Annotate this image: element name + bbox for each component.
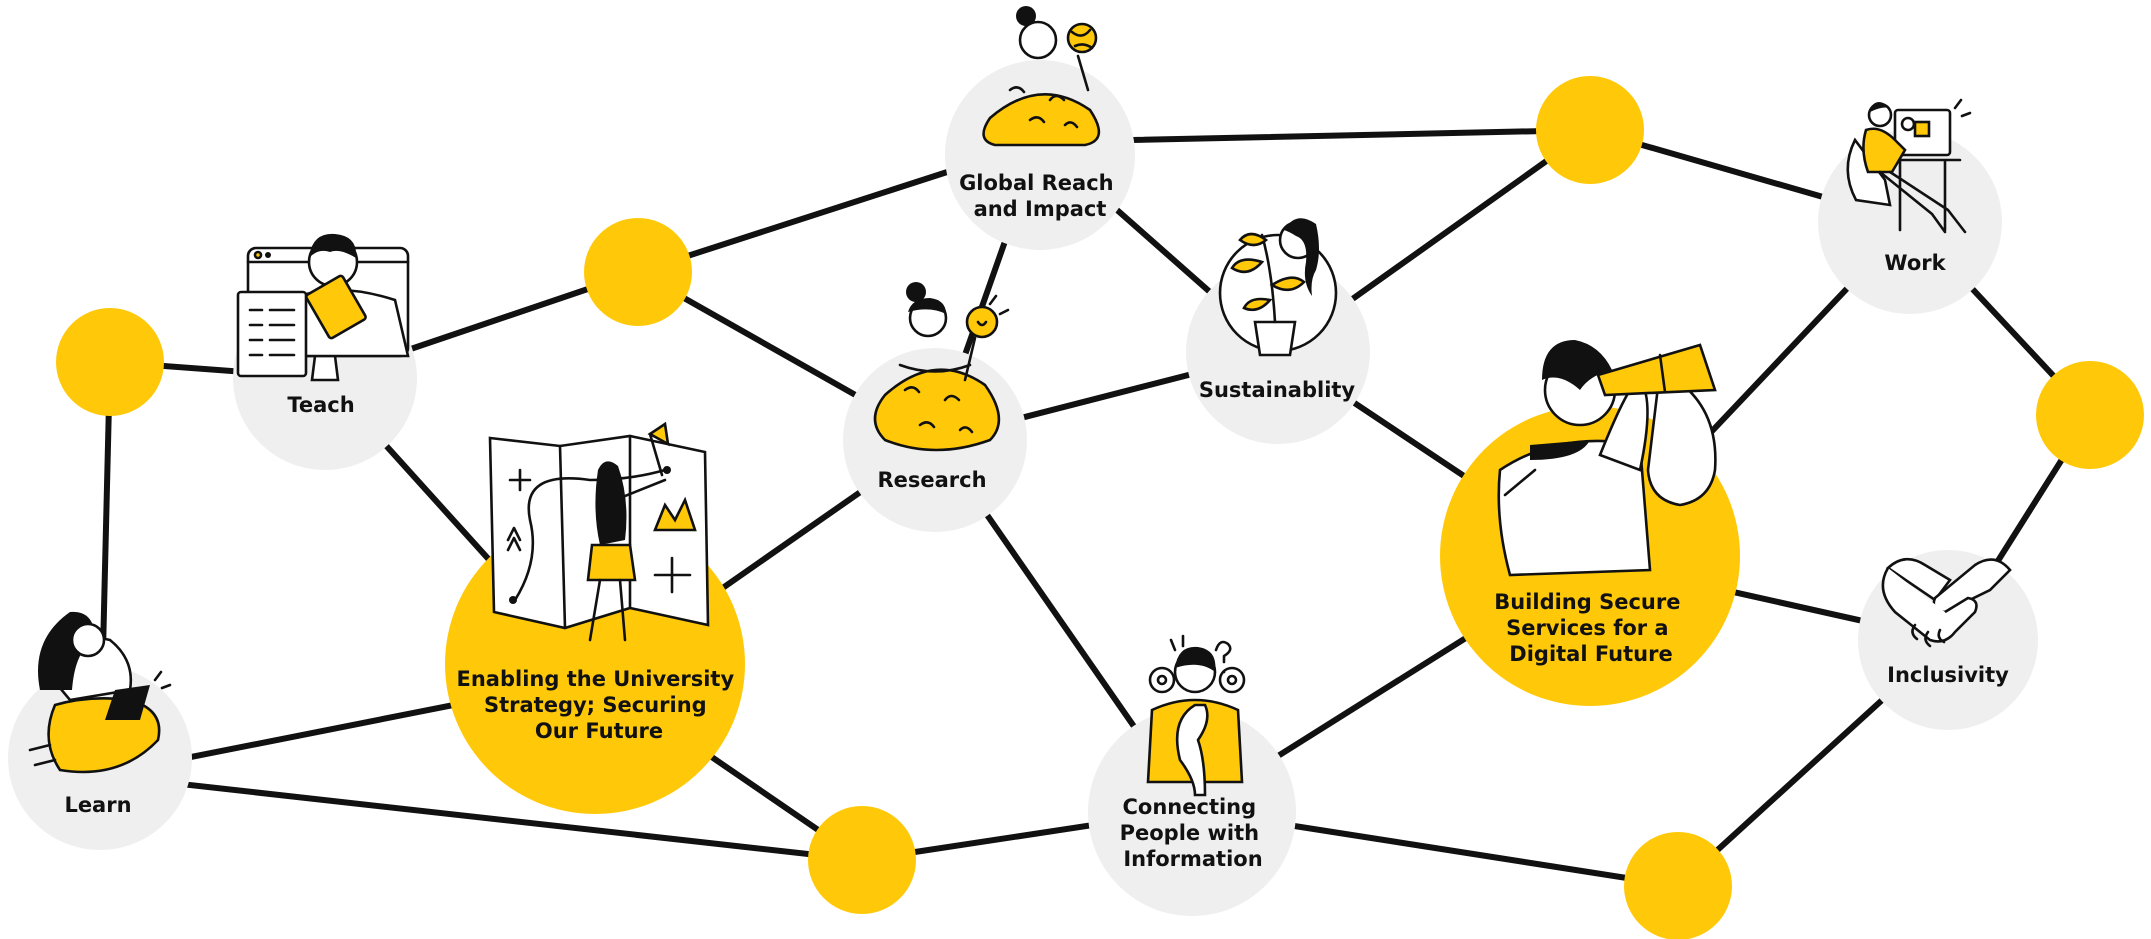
label-line: Our Future: [535, 719, 663, 743]
label-line: Digital Future: [1509, 642, 1672, 666]
connection-lines: [97, 127, 2093, 889]
label-line: Research: [877, 468, 986, 492]
node-label-teach: Teach: [287, 393, 354, 417]
woman-plant-icon: [1218, 218, 1338, 357]
node-circle-global-reach: [945, 60, 1135, 250]
junction-dot: [584, 218, 692, 326]
thinking-person-icon: [1146, 634, 1246, 797]
node-label-building: Building Secure Services for a Digital F…: [1494, 590, 1688, 666]
node-label-sustainability: Sustainablity: [1199, 378, 1356, 402]
label-line: Sustainablity: [1199, 378, 1356, 402]
label-line: Enabling the University: [457, 667, 735, 691]
node-label-enabling: Enabling the University Strategy; Securi…: [457, 667, 742, 743]
woman-lightbulb-icon: [873, 282, 1010, 452]
node-label-learn: Learn: [64, 793, 131, 817]
node-circle-work: [1818, 130, 2002, 314]
label-line: Work: [1884, 251, 1946, 275]
label-line: and Impact: [974, 197, 1107, 221]
label-line: Inclusivity: [1887, 663, 2009, 687]
junction-dot: [808, 806, 916, 914]
label-line: People with: [1120, 821, 1259, 845]
node-label-inclusivity: Inclusivity: [1887, 663, 2009, 687]
node-label-connecting: Connecting People with Information: [1120, 795, 1267, 871]
label-line: Information: [1123, 847, 1262, 871]
handshake-icon: [1881, 557, 2012, 648]
node-label-work: Work: [1884, 251, 1946, 275]
label-line: Services for a: [1506, 616, 1669, 640]
junction-dots: [56, 76, 2144, 939]
junction-dot: [1536, 76, 1644, 184]
junction-dot: [2036, 361, 2144, 469]
man-telescope-icon: [1497, 340, 1717, 577]
node-label-research: Research: [877, 468, 986, 492]
label-line: Strategy; Securing: [484, 693, 707, 717]
person-at-desk-icon: [1846, 98, 1972, 234]
node-label-global-reach: Global Reach and Impact: [959, 171, 1121, 221]
woman-map-icon: [488, 421, 710, 642]
node-circle-connecting: [1088, 708, 1296, 916]
teacher-screen-icon: [236, 233, 410, 382]
label-line: Global Reach: [959, 171, 1114, 195]
junction-dot: [56, 308, 164, 416]
junction-dot: [1624, 832, 1732, 939]
label-line: Teach: [287, 393, 354, 417]
label-line: Building Secure: [1494, 590, 1680, 614]
woman-holding-globe-icon: [982, 6, 1101, 147]
label-line: Connecting: [1123, 795, 1257, 819]
woman-laptop-icon: [28, 611, 172, 774]
node-labels: Global Reach and Impact Teach Research S…: [64, 171, 2009, 871]
label-line: Learn: [64, 793, 131, 817]
